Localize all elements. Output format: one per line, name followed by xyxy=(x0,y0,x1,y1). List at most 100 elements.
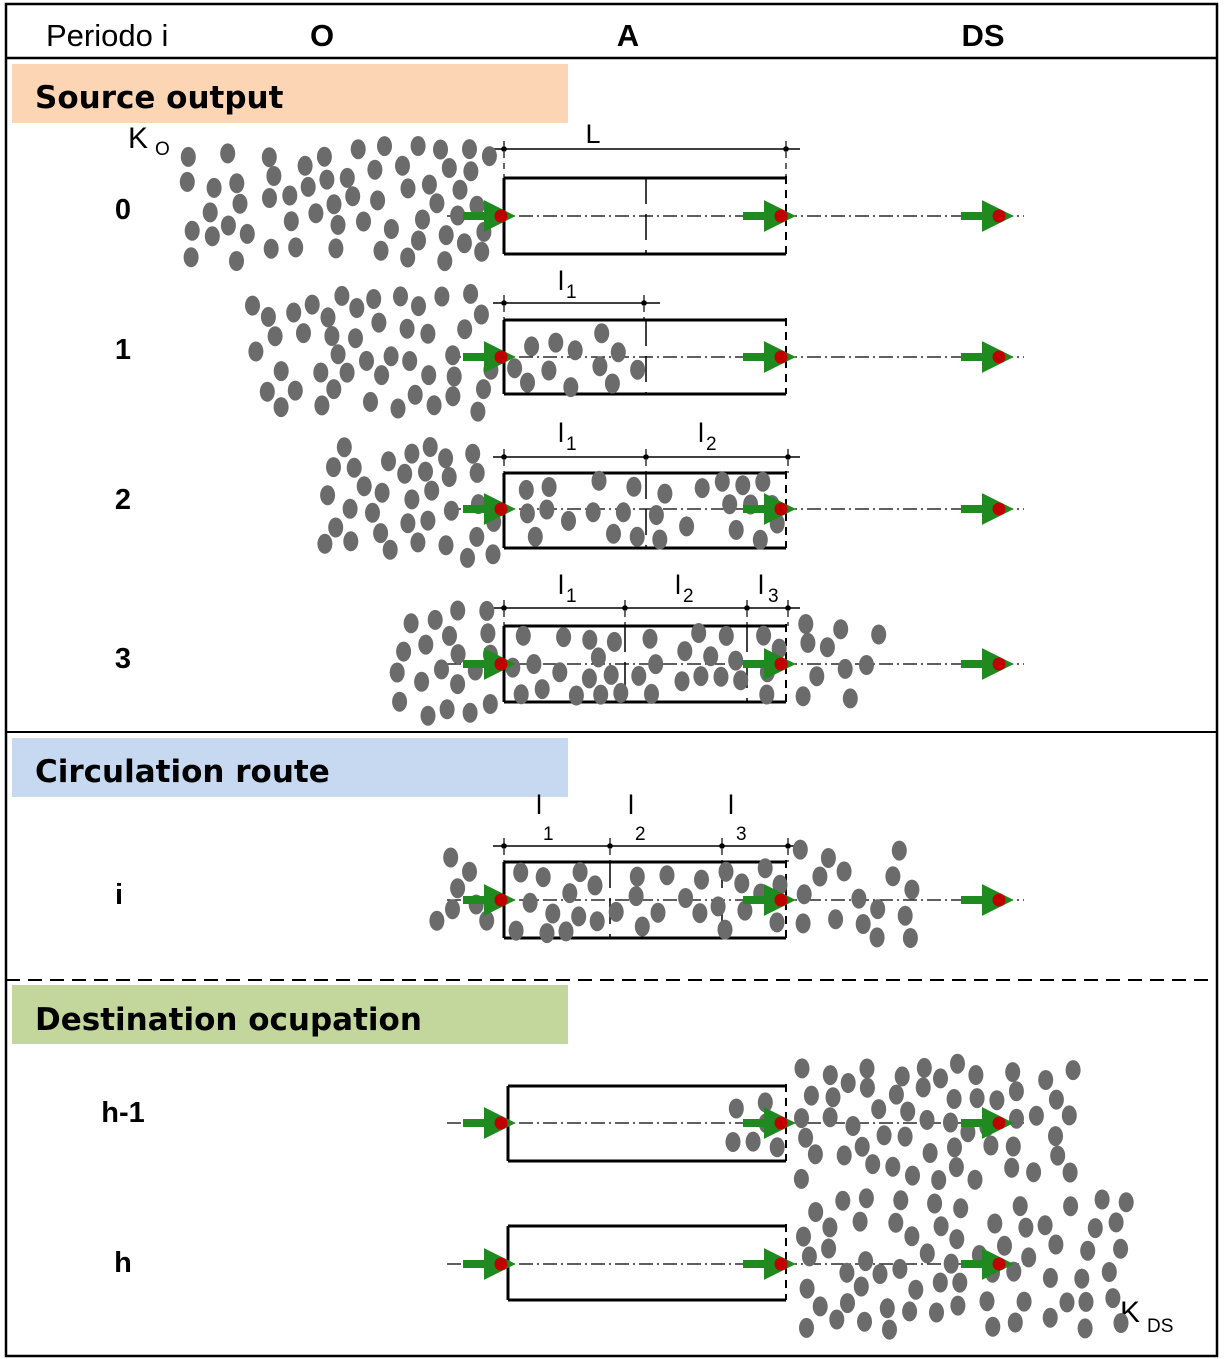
vehicle xyxy=(855,914,871,934)
vehicle xyxy=(594,323,610,344)
vehicle xyxy=(713,666,729,687)
vehicle xyxy=(606,631,622,652)
vehicle xyxy=(377,136,392,157)
vehicle xyxy=(520,372,535,393)
row-label-0: 0 xyxy=(115,194,131,226)
vehicle xyxy=(446,366,462,387)
vehicle xyxy=(220,215,236,236)
vehicle xyxy=(316,146,332,167)
vehicle xyxy=(515,625,531,646)
vehicle xyxy=(262,188,277,208)
vehicle xyxy=(836,1145,852,1166)
vehicle xyxy=(725,1132,741,1152)
vehicle xyxy=(794,1108,809,1129)
vehicle xyxy=(485,544,501,565)
vehicle xyxy=(445,345,461,366)
road-row-0 xyxy=(447,141,1024,256)
vehicle xyxy=(629,526,645,547)
vehicle xyxy=(771,638,787,659)
segment-label-l1-row1: l xyxy=(558,266,564,296)
vehicle xyxy=(259,381,275,402)
vehicle xyxy=(997,1235,1012,1256)
vehicle xyxy=(526,654,542,674)
vehicle xyxy=(348,328,363,349)
vehicle xyxy=(798,614,814,634)
vehicle xyxy=(820,848,836,868)
road-row-1 xyxy=(447,295,1024,396)
vehicle xyxy=(482,694,498,714)
column-header-destination: DS xyxy=(961,18,1004,53)
vehicle xyxy=(562,883,578,904)
vehicle xyxy=(437,251,453,272)
dimension-dot xyxy=(719,843,725,849)
vehicle xyxy=(266,166,282,186)
vehicle xyxy=(634,916,650,937)
vehicle xyxy=(822,1107,838,1128)
vehicle xyxy=(476,379,491,400)
dimension-dot xyxy=(643,454,649,460)
vehicle xyxy=(608,901,624,922)
vehicle xyxy=(905,1165,920,1186)
vehicle xyxy=(795,913,811,934)
vehicle xyxy=(400,178,416,199)
vehicle xyxy=(300,176,316,197)
vehicle xyxy=(450,644,466,665)
vehicle xyxy=(183,247,199,268)
flow-marker-h-0 xyxy=(463,1248,516,1280)
vehicle xyxy=(469,195,485,216)
vehicle xyxy=(1009,1108,1024,1129)
vehicle xyxy=(424,480,440,501)
vehicle xyxy=(932,1272,948,1293)
vehicle xyxy=(421,174,437,195)
dimension-dot xyxy=(607,843,613,849)
flow-marker-h1-2 xyxy=(961,1107,1014,1139)
vehicle xyxy=(317,533,333,554)
vehicle xyxy=(1118,1192,1134,1213)
vehicle xyxy=(692,903,708,924)
flow-marker-3-0 xyxy=(463,648,516,680)
vehicle xyxy=(904,879,920,900)
segment-label-l2-row3: l xyxy=(675,570,681,600)
vehicle xyxy=(418,634,434,655)
vehicle xyxy=(969,1088,985,1109)
vehicle xyxy=(393,286,408,307)
vehicle xyxy=(657,483,673,504)
vehicle xyxy=(888,1084,904,1105)
vehicle xyxy=(400,513,416,534)
queue-destination-period-h-1 xyxy=(793,1053,1081,1190)
segment-sub-1-rowi: 1 xyxy=(543,824,554,845)
vehicle xyxy=(399,318,415,339)
vehicle xyxy=(948,1157,964,1178)
vehicle xyxy=(840,1293,855,1314)
node-dot-icon xyxy=(494,209,508,223)
vehicle xyxy=(927,1193,943,1214)
vehicle xyxy=(420,705,436,726)
vehicle xyxy=(796,1226,811,1247)
vehicle xyxy=(952,1272,968,1293)
flow-marker-2-0 xyxy=(463,493,516,525)
node-dot-icon xyxy=(494,502,508,516)
dimension-dot xyxy=(501,146,507,152)
vehicle xyxy=(179,171,195,192)
vehicle xyxy=(722,494,738,515)
vehicle xyxy=(411,230,426,251)
length-label-L: L xyxy=(585,119,600,149)
vehicle xyxy=(1108,1212,1124,1233)
vehicle xyxy=(450,600,466,621)
vehicle xyxy=(1038,1070,1054,1090)
vehicle xyxy=(835,1190,851,1211)
queue-origin-period-1 xyxy=(245,283,499,422)
vehicle xyxy=(916,1057,932,1078)
vehicle xyxy=(822,1217,838,1238)
vehicle xyxy=(339,362,355,383)
flow-marker-h1-1 xyxy=(743,1107,796,1139)
vehicle xyxy=(326,379,342,400)
vehicle xyxy=(288,237,304,258)
vehicle xyxy=(757,1092,773,1113)
flow-marker-1-0 xyxy=(463,341,516,373)
node-dot-icon xyxy=(774,209,788,223)
vehicle xyxy=(857,1311,872,1332)
vehicle xyxy=(819,637,835,658)
vehicle xyxy=(260,306,276,327)
vehicle xyxy=(949,1229,965,1250)
